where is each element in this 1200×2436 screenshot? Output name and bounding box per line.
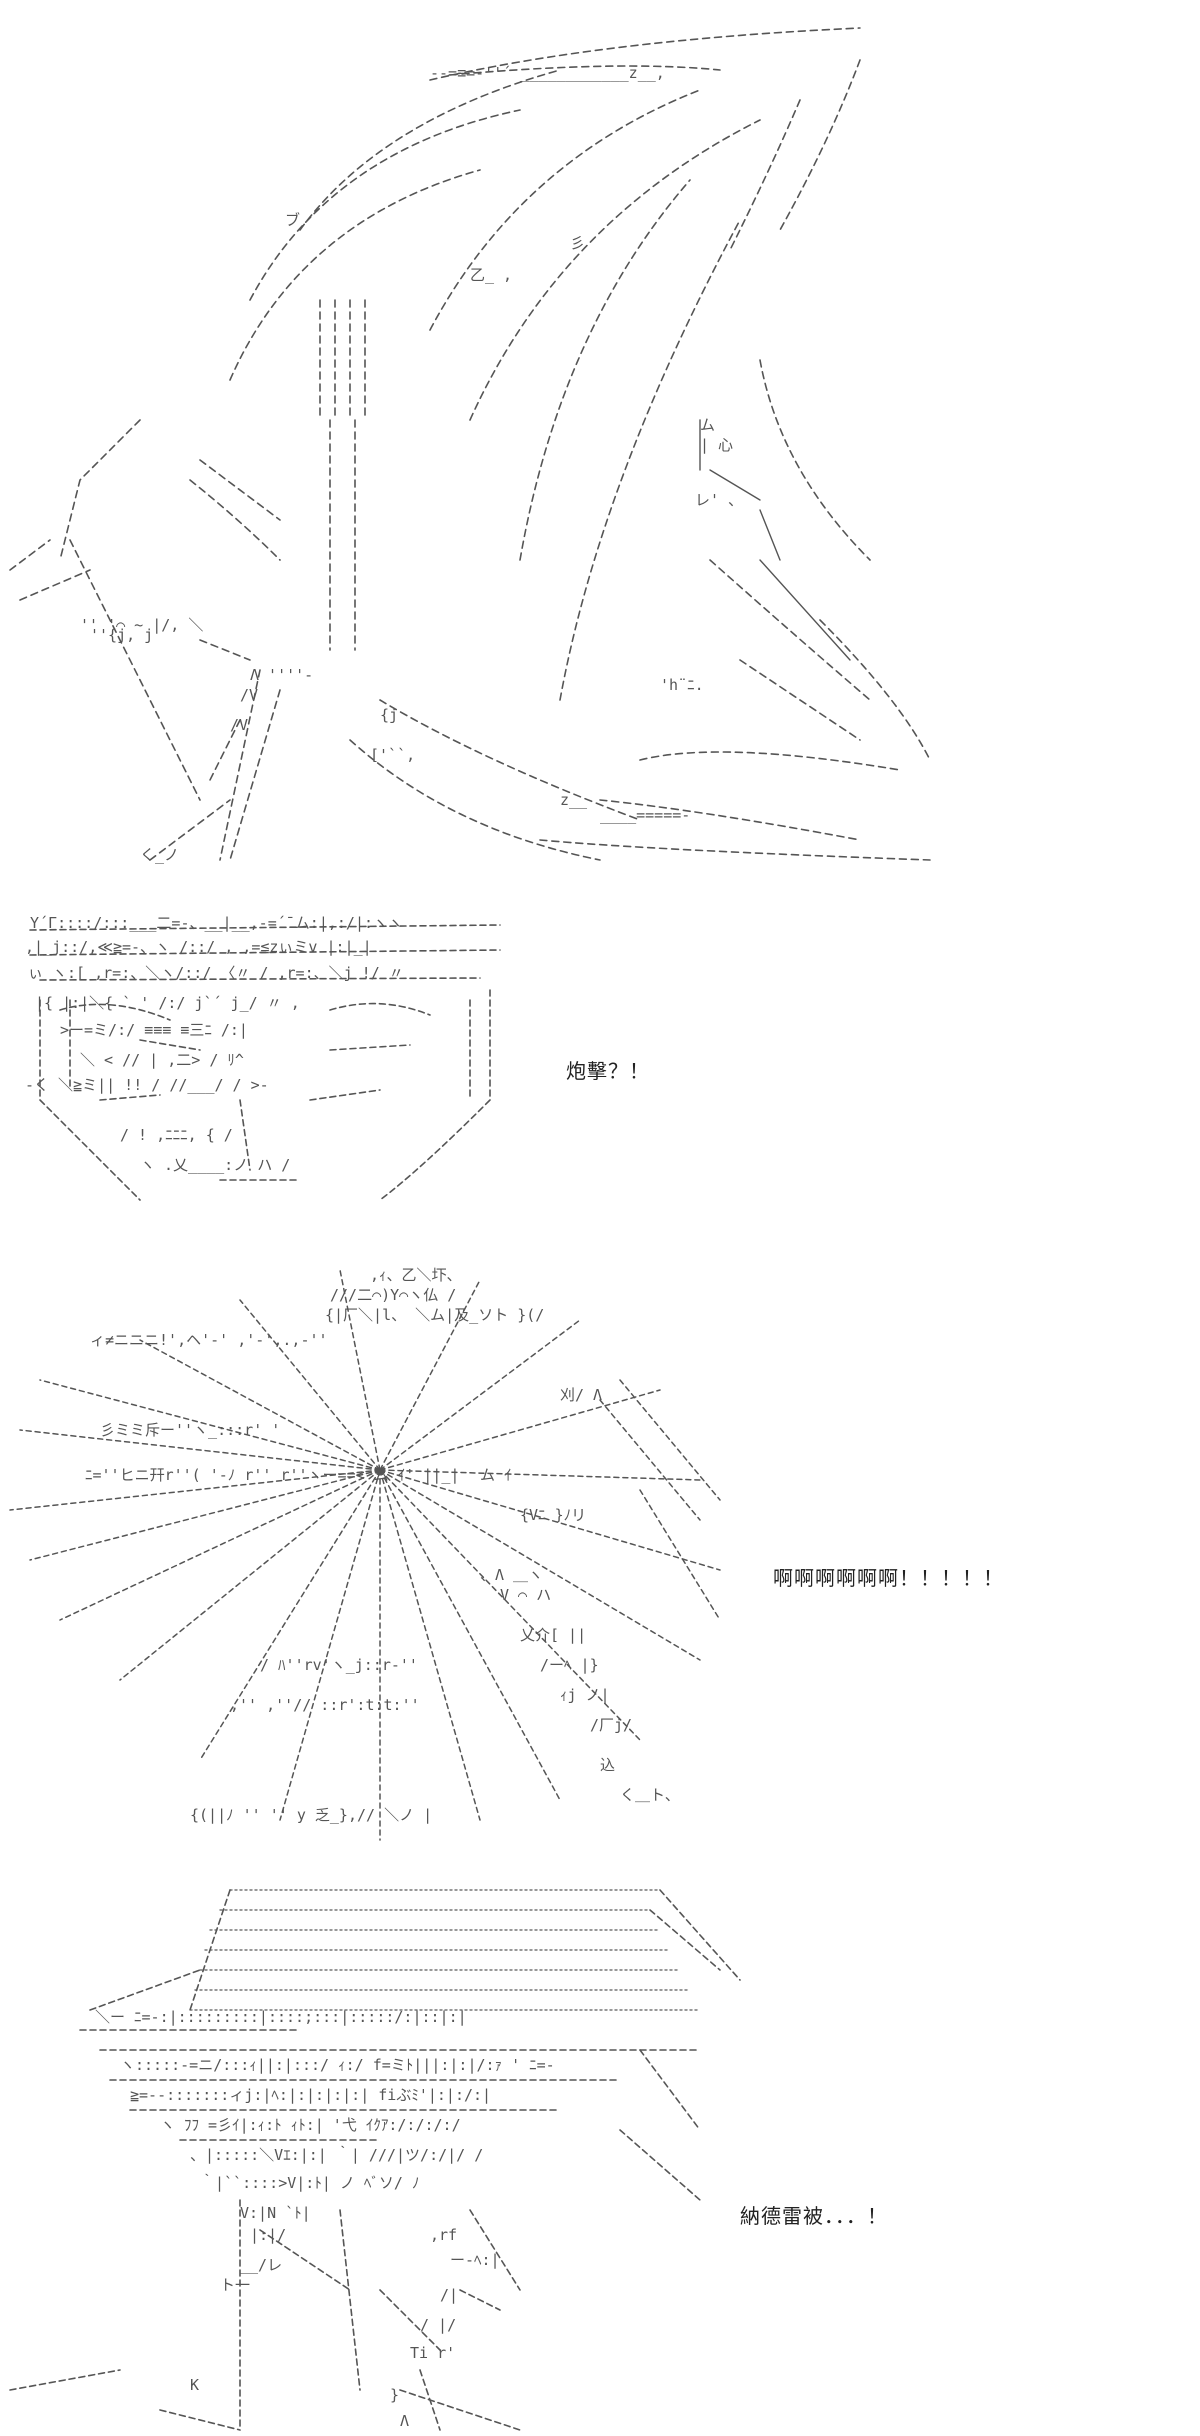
svg-text:-く ＼≧ミ|| !! / //___/ / >-: -く ＼≧ミ|| !! / //___/ / >- — [25, 1076, 269, 1094]
svg-text:ム: ム — [700, 416, 715, 434]
svg-text:ブ: ブ — [285, 211, 300, 229]
svg-text:ｨj ノ|: ｨj ノ| — [560, 1686, 610, 1704]
svg-text:,ｨ、乙＼圷、: ,ｨ、乙＼圷、 — [370, 1266, 462, 1284]
svg-text:{Vﾆ }ﾉリ: {Vﾆ }ﾉリ — [520, 1506, 586, 1524]
explosion-burst-drawing: ,ｨ、乙＼圷、 ///二⌒)Y⌒ヽ仏 / {|厂＼|l、 ＼ム|及_ソト }(/… — [9, 1266, 721, 1841]
svg-text:}: } — [390, 2386, 399, 2404]
svg-text:{j: {j — [380, 706, 398, 724]
svg-text:ぃ ヽ:[ ,r=:、＼ヽ/::/ 〈〃 / ,r=:、＼j: ぃ ヽ:[ ,r=:、＼ヽ/::/ 〈〃 / ,r=:、＼j !/ 〃 — [28, 964, 404, 982]
panel-3-explosion: ,ｨ、乙＼圷、 ///二⌒)Y⌒ヽ仏 / {|厂＼|l、 ＼ム|及_ソト }(/… — [0, 1240, 1200, 1860]
svg-text:z__: z__ — [560, 791, 588, 809]
svg-text:乂介[ ||: 乂介[ || — [520, 1626, 586, 1644]
svg-text:__/レ: __/レ — [240, 2256, 282, 2274]
dialogue-bubble-panel-4: 納德雷被．．．！ — [740, 2204, 888, 2228]
svg-text:｀|``::::>V|:ﾄ| ノ ﾍﾞソ/ ﾉ: ｀|``::::>V|:ﾄ| ノ ﾍﾞソ/ ﾉ — [200, 2173, 420, 2192]
svg-text:/V: /V — [230, 716, 248, 734]
svg-text:＼ー ﾆ=-:|:::::::::|::::;:::|:::: ＼ー ﾆ=-:|:::::::::|::::;:::|:::::/:|::|:| — [95, 2008, 467, 2026]
svg-text:く＿ト、: く＿ト、 — [620, 1786, 680, 1804]
svg-text:{|厂＼|l、 ＼ム|及_ソト }(/: {|厂＼|l、 ＼ム|及_ソト }(/ — [325, 1306, 544, 1324]
svg-text:,'' ,''// ::r':t:t:'': ,'' ,''// ::r':t:t:'' — [230, 1696, 420, 1714]
svg-text:V ⌒ ハ: V ⌒ ハ — [500, 1586, 551, 1604]
svg-text:ト一: ト一 — [220, 2276, 250, 2294]
svg-text:'' '⌒ ~ |/, ＼: '' '⌒ ~ |/, ＼ — [80, 616, 203, 634]
svg-text:|{ |:|＼{ ` ' /:/ j`´ j_: |{ |:|＼{ ` ' /:/ j`´ j_/ 〃 , — [35, 994, 300, 1012]
svg-text:Y´Γ::::/:::___二=-、__|__,-=´¯ム:: Y´Γ::::/:::___二=-、__|__,-=´¯ム:|,:/|:ヽヽ — [30, 914, 403, 932]
svg-text:、|:::::＼Vｴ:|:| ｀| ///|ツ/:/: 、|:::::＼Vｴ:|:| ｀| ///|ツ/:/|/ / — [190, 2145, 483, 2164]
svg-text:''{j, j: ''{j, j — [90, 626, 153, 644]
svg-text:Ti r': Ti r' — [410, 2344, 455, 2362]
ascii-art-ruined-figure: ＼ー ﾆ=-:|:::::::::|::::;:::|:::::/:|::|:|… — [0, 1870, 760, 2436]
svg-text:/ーﾍ |}: /ーﾍ |} — [540, 1656, 599, 1674]
svg-text:|:|/: |:|/ — [250, 2226, 286, 2244]
panel-4-ruined-figure: ＼ー ﾆ=-:|:::::::::|::::;:::|:::::/:|::|:|… — [0, 1870, 1200, 2436]
svg-text:Λ ''''-: Λ ''''- — [250, 666, 313, 684]
svg-text:ー-ﾍ:|: ー-ﾍ:| — [450, 2251, 500, 2269]
svg-text:| 心: | 心 — [700, 436, 733, 454]
svg-text:____=====-: ____=====- — [600, 806, 690, 824]
svg-text:,|_j::/,≪≧=-、ヽ /::/ , ,=≦zぃミv: ,|_j::/,≪≧=-、ヽ /::/ , ,=≦zぃミv |:|_| — [25, 938, 372, 956]
svg-text:,rf: ,rf — [430, 2226, 457, 2244]
svg-text:ﾆ=''ヒニ幵r''( '-ﾉ r'' r''ヽー==: ﾆ=''ヒニ幵r''( '-ﾉ r'' r''ヽー==< ム ｲ' ||_| — [85, 1466, 459, 1484]
svg-text:{(||ﾉ '' '' y 乏_},// ＼ノ: {(||ﾉ '' '' y 乏_},// ＼ノ | — [190, 1806, 432, 1824]
svg-text:彡: 彡 — [570, 234, 585, 252]
svg-text:/V: /V — [240, 686, 258, 704]
dialogue-bubble-panel-2: 炮擊？！ — [566, 1059, 650, 1083]
svg-text:ヽ:::::-=ニ/:::ｨ||:|:::/ ｨ:/ f=ミ: ヽ:::::-=ニ/:::ｨ||:|:::/ ｨ:/ f=ミﾄ|||:|:|/:… — [120, 2056, 555, 2074]
svg-text:V:|N `ﾄ|: V:|N `ﾄ| — [240, 2204, 311, 2222]
svg-text:込: 込 — [600, 1756, 615, 1774]
svg-text:ヽ .乂____:ノ ハ /: ヽ .乂____:ノ ハ / — [140, 1156, 290, 1174]
svg-text:--=≡=-''´ ____________z__,: --=≡=-''´ ____________z__, — [430, 64, 665, 82]
svg-text:/厂j/: /厂j/ — [590, 1716, 632, 1734]
ascii-art-wind-slash: --=≡=-''´ ____________z__, ブ ム | 心 レ' 、 … — [0, 0, 1200, 870]
svg-text:>ー=ミ/:/ ≡≡≡ ≡三ﾆ /:|: >ー=ミ/:/ ≡≡≡ ≡三ﾆ /:| — [60, 1021, 248, 1039]
svg-text:'h¨ﾆ.: 'h¨ﾆ. — [660, 676, 704, 694]
svg-text:///二⌒)Y⌒ヽ仏 /: ///二⌒)Y⌒ヽ仏 / — [330, 1286, 456, 1304]
svg-text:ィ≠ニニニ!',ヘ'-' ,'-',.,‐'': ィ≠ニニニ!',ヘ'-' ,'-',.,‐'' — [90, 1331, 328, 1349]
svg-text:＼ < // | ,二> / ﾘ^: ＼ < // | ,二> / ﾘ^ — [80, 1051, 244, 1069]
shocked-face-drawing: Y´Γ::::/:::___二=-、__|__,-=´¯ム:|,:/|:ヽヽ ,… — [25, 914, 501, 1201]
svg-text:/ ﾊ''rv'ヽ_j::r‐'': / ﾊ''rv'ヽ_j::r‐'' — [260, 1656, 418, 1674]
ascii-art-explosion-burst: ,ｨ、乙＼圷、 ///二⌒)Y⌒ヽ仏 / {|厂＼|l、 ＼ム|及_ソト }(/… — [0, 1240, 760, 1860]
svg-text:刈/ Λ: 刈/ Λ — [560, 1386, 602, 1404]
svg-text:乙_ ,: 乙_ , — [470, 266, 512, 284]
wind-slash-drawing: --=≡=-''´ ____________z__, ブ ム | 心 レ' 、 … — [9, 27, 931, 864]
svg-text:['``,: ['``, — [370, 746, 415, 764]
svg-text:/ ! ,ﾆﾆﾆ, { /: / ! ,ﾆﾆﾆ, { / — [120, 1126, 233, 1144]
ascii-art-shocked-face: Y´Γ::::/:::___二=-、__|__,-=´¯ム:|,:/|:ヽヽ ,… — [0, 900, 540, 1230]
ruined-figure-drawing: ＼ー ﾆ=-:|:::::::::|::::;:::|:::::/:|::|:|… — [9, 1889, 741, 2431]
panel-2-shocked-face: Y´Γ::::/:::___二=-、__|__,-=´¯ム:|,:/|:ヽヽ ,… — [0, 900, 1200, 1230]
svg-text:、Λ ＿ヽ: 、Λ ＿ヽ — [480, 1566, 543, 1584]
svg-text:く_ノ: く_ノ — [140, 846, 179, 864]
svg-text:ム ｲ: ム ｲ — [480, 1466, 512, 1484]
svg-text:レ' 、: レ' 、 — [695, 491, 743, 509]
panel-1-sword-slash: --=≡=-''´ ____________z__, ブ ム | 心 レ' 、 … — [0, 0, 1200, 870]
svg-text:≧=--:::::::ィj:|ﾍ:|:|:|:|:| fi: ≧=--:::::::ィj:|ﾍ:|:|:|:|:| fiぶﾐ'|:|:/:| — [130, 2086, 491, 2104]
svg-text:ヽ ﾌﾌ =彡ｲ|:ｨ:ﾄ ｨﾄ:| '弋 ｲｸｱ:/: ヽ ﾌﾌ =彡ｲ|:ｨ:ﾄ ｨﾄ:| '弋 ｲｸｱ:/:/:/:/ — [160, 2116, 461, 2134]
svg-text:K: K — [190, 2376, 199, 2394]
dialogue-bubble-panel-3: 啊啊啊啊啊啊！！！！！ — [773, 1566, 1004, 1590]
svg-text:/|: /| — [440, 2286, 458, 2304]
svg-text:Λ: Λ — [400, 2412, 409, 2430]
svg-text:彡ミミ斥ー''ヽ_:::r' ': 彡ミミ斥ー''ヽ_:::r' ' — [100, 1421, 280, 1439]
svg-text:/ |/: / |/ — [420, 2316, 456, 2334]
